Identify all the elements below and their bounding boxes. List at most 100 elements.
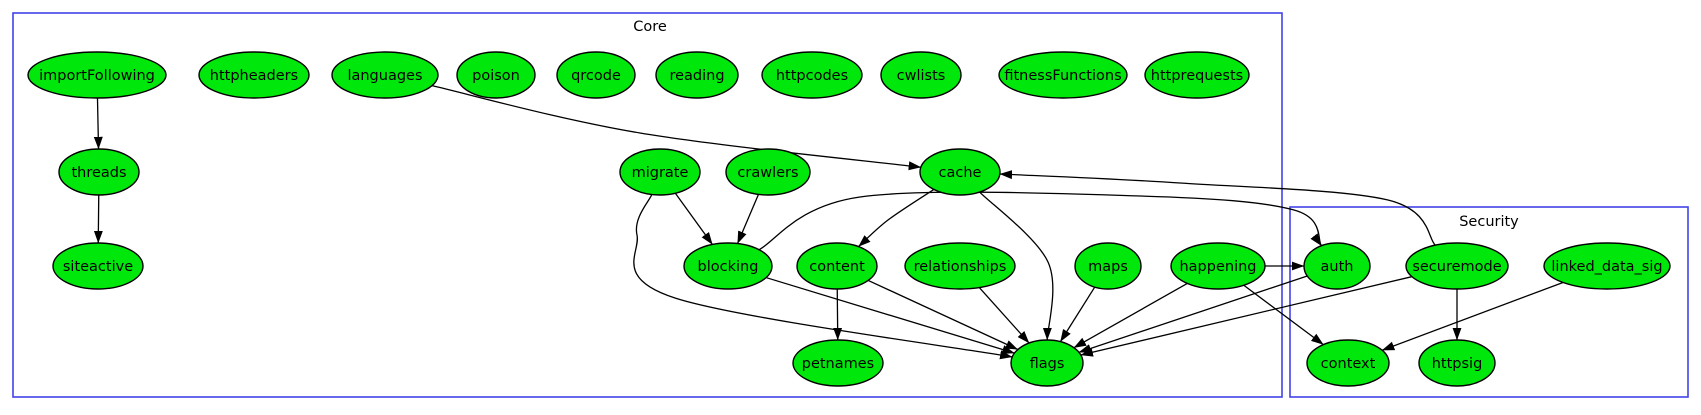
node-label-crawlers: crawlers (737, 165, 798, 181)
node-ellipse-threads (58, 148, 140, 196)
edge-content-to-flags (867, 279, 1019, 351)
edge-maps-to-flags (1059, 286, 1096, 343)
node-label-flags: flags (1030, 356, 1065, 372)
node-ellipse-qrcode (556, 51, 636, 99)
node-ellipse-httpcodes (761, 51, 863, 99)
node-label-maps: maps (1088, 259, 1128, 275)
node-blocking: blocking (683, 242, 773, 290)
node-label-relationships: relationships (914, 259, 1007, 275)
edge-crawlers-to-blocking (736, 194, 760, 244)
node-siteactive: siteactive (52, 242, 144, 290)
node-label-auth: auth (1321, 259, 1354, 275)
edge-cache-to-flags (979, 191, 1054, 341)
node-ellipse-securemode (1405, 242, 1509, 290)
node-httpcodes: httpcodes (761, 51, 863, 99)
node-ellipse-poison (456, 51, 536, 99)
node-migrate: migrate (619, 148, 701, 196)
edge-blocking-to-auth (758, 191, 1323, 251)
edge-happening-to-flags (1073, 282, 1188, 349)
edge-blocking-to-flags (765, 276, 1015, 354)
edge-migrate-to-blocking (674, 192, 713, 245)
node-label-cwlists: cwlists (897, 68, 946, 84)
node-label-context: context (1321, 356, 1376, 372)
edge-languages-to-cache (431, 85, 922, 171)
node-reading: reading (655, 51, 739, 99)
node-label-fitnessFunctions: fitnessFunctions (1004, 68, 1121, 84)
edge-cache-to-content (858, 188, 935, 248)
node-httpheaders: httpheaders (198, 51, 310, 99)
node-label-cache: cache (939, 165, 982, 181)
node-ellipse-maps (1074, 242, 1142, 290)
node-ellipse-reading (655, 51, 739, 99)
node-ellipse-crawlers (725, 148, 811, 196)
node-cache: cache (919, 148, 1001, 196)
node-ellipse-importFollowing (27, 51, 167, 99)
node-label-httpcodes: httpcodes (776, 68, 848, 84)
node-ellipse-happening (1170, 242, 1266, 290)
node-context: context (1306, 339, 1390, 387)
cluster-core (12, 12, 1283, 398)
node-label-siteactive: siteactive (63, 259, 133, 275)
node-crawlers: crawlers (725, 148, 811, 196)
node-ellipse-linked_data_sig (1543, 242, 1671, 290)
node-httprequests: httprequests (1144, 51, 1250, 99)
edge-threads-to-siteactive (93, 194, 103, 244)
node-ellipse-cache (919, 148, 1001, 196)
node-securemode: securemode (1405, 242, 1509, 290)
node-ellipse-relationships (904, 242, 1016, 290)
node-fitnessFunctions: fitnessFunctions (998, 51, 1128, 99)
node-label-petnames: petnames (802, 356, 875, 372)
node-label-importFollowing: importFollowing (39, 68, 155, 84)
node-ellipse-blocking (683, 242, 773, 290)
node-label-threads: threads (71, 165, 126, 181)
node-ellipse-auth (1303, 242, 1371, 290)
node-label-poison: poison (472, 68, 520, 84)
node-ellipse-flags (1010, 339, 1084, 387)
node-content: content (796, 242, 878, 290)
node-label-migrate: migrate (632, 165, 689, 181)
edge-importFollowing-to-threads (93, 97, 103, 150)
cluster-security (1289, 206, 1689, 398)
edge-auth-to-flags (1078, 275, 1308, 353)
node-ellipse-petnames (792, 339, 884, 387)
edge-migrate-to-flags (633, 194, 1013, 360)
node-label-languages: languages (347, 68, 422, 84)
cluster-label-security: Security (1459, 214, 1519, 230)
node-ellipse-cwlists (880, 51, 962, 99)
edge-securemode-to-flags (1080, 276, 1412, 357)
cluster-label-core: Core (633, 19, 667, 35)
node-ellipse-fitnessFunctions (998, 51, 1128, 99)
node-qrcode: qrcode (556, 51, 636, 99)
node-cwlists: cwlists (880, 51, 962, 99)
node-label-linked_data_sig: linked_data_sig (1551, 259, 1662, 275)
node-label-httpheaders: httpheaders (210, 68, 298, 84)
node-relationships: relationships (904, 242, 1016, 290)
node-label-qrcode: qrcode (571, 68, 621, 84)
node-flags: flags (1010, 339, 1084, 387)
edge-relationships-to-flags (978, 287, 1030, 344)
node-ellipse-migrate (619, 148, 701, 196)
node-label-reading: reading (669, 68, 724, 84)
node-httpsig: httpsig (1418, 339, 1496, 387)
node-importFollowing: importFollowing (27, 51, 167, 99)
edge-securemode-to-cache (999, 170, 1436, 246)
node-threads: threads (58, 148, 140, 196)
node-linked_data_sig: linked_data_sig (1543, 242, 1671, 290)
node-happening: happening (1170, 242, 1266, 290)
node-maps: maps (1074, 242, 1142, 290)
node-label-blocking: blocking (698, 259, 759, 275)
node-label-securemode: securemode (1412, 259, 1501, 275)
node-label-httprequests: httprequests (1151, 68, 1243, 84)
node-label-httpsig: httpsig (1432, 356, 1483, 372)
edge-linked_data_sig-to-context (1381, 281, 1564, 351)
edge-content-to-petnames (833, 288, 843, 341)
node-ellipse-languages (331, 51, 439, 99)
node-auth: auth (1303, 242, 1371, 290)
node-ellipse-httpsig (1418, 339, 1496, 387)
node-petnames: petnames (792, 339, 884, 387)
node-ellipse-context (1306, 339, 1390, 387)
node-ellipse-httpheaders (198, 51, 310, 99)
node-ellipse-content (796, 242, 878, 290)
